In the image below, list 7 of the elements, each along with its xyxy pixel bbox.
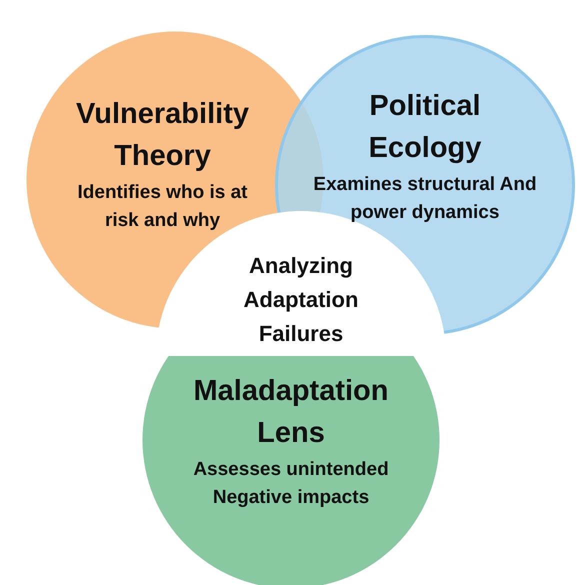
circle-heading: Vulnerability Theory bbox=[75, 97, 250, 174]
center-label: Analyzing Adaptation Failures bbox=[242, 252, 360, 348]
circle-description: Assesses unintended Negative impacts bbox=[192, 458, 390, 510]
circle-description: Examines structural And power dynamics bbox=[312, 173, 538, 225]
circle-description: Identifies who is at risk and why bbox=[76, 181, 248, 233]
circle-heading: Maladaptation Lens bbox=[192, 374, 390, 451]
circle-heading: Political Ecology bbox=[368, 89, 482, 166]
